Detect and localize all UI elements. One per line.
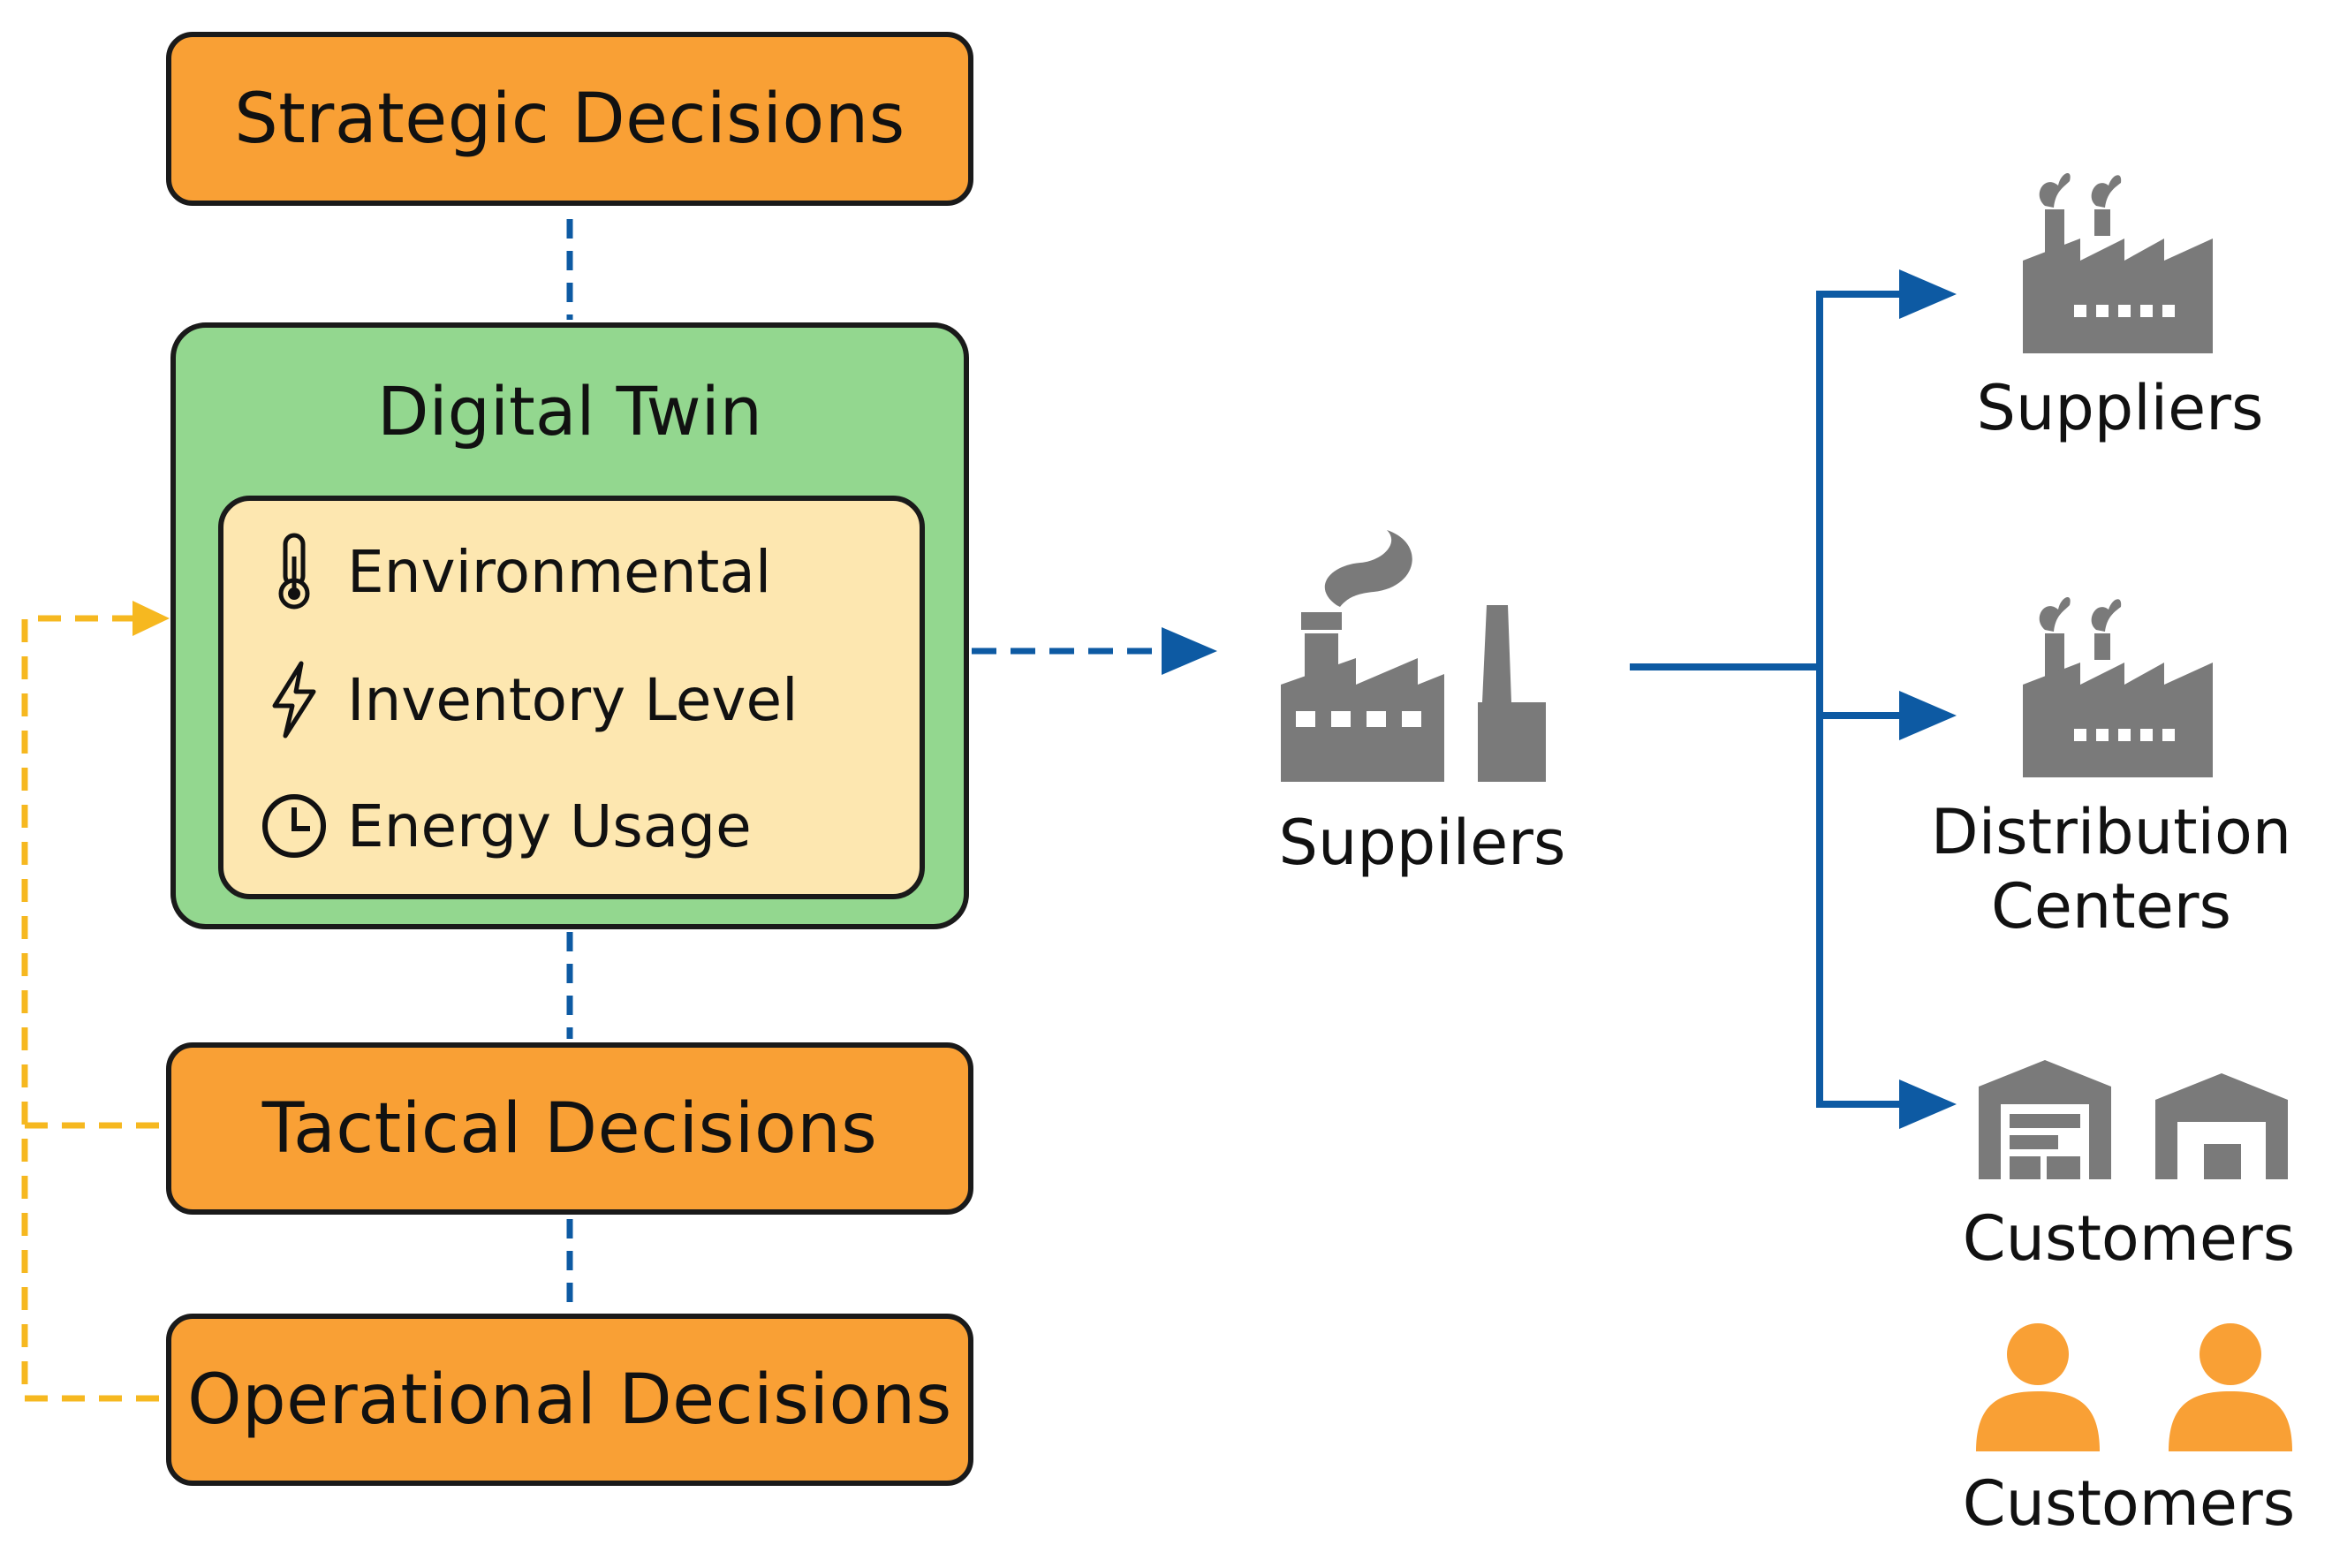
person-icon [2169, 1323, 2292, 1451]
factor-environmental: Environmental [259, 527, 771, 616]
arrowhead-suppliers [1899, 269, 1957, 319]
distribution-centers-label: Distribution Centers [1930, 796, 2292, 943]
tactical-decisions-box: Tactical Decisions [166, 1042, 973, 1215]
warehouse-icon [2155, 1073, 2288, 1179]
arrowhead-dc [1899, 691, 1957, 740]
twin-factors-panel: Environmental Inventory Level Energy Usa… [218, 496, 925, 899]
tactical-decisions-label: Tactical Decisions [261, 1088, 878, 1169]
customers-label: Customers [1962, 1202, 2296, 1275]
operational-decisions-label: Operational Decisions [187, 1360, 952, 1440]
customers-label: Customers [1962, 1467, 2296, 1540]
arrowhead-twin-to-suppilers [1162, 627, 1217, 675]
factory-icon [1281, 530, 1546, 782]
feedback-loop [21, 615, 159, 1402]
clock-icon [262, 794, 326, 858]
factor-energy-usage: Energy Usage [259, 782, 752, 870]
factor-label: Energy Usage [347, 792, 752, 860]
center-supplier-label: Suppilers [1278, 807, 1566, 879]
factory-icon [2023, 596, 2213, 777]
digital-twin-title: Digital Twin [377, 372, 762, 451]
arrowhead-customers [1899, 1079, 1957, 1129]
operational-decisions-box: Operational Decisions [166, 1314, 973, 1486]
digital-twin-box: Digital Twin Environmental Inventory Lev… [170, 322, 969, 929]
factor-label: Inventory Level [347, 665, 799, 734]
feedback-arrowhead [132, 601, 170, 636]
factor-inventory-level: Inventory Level [259, 655, 798, 744]
factor-label: Environmental [347, 537, 772, 606]
strategic-decisions-box: Strategic Decisions [166, 32, 973, 206]
warehouse-icon [1979, 1060, 2111, 1179]
lightning-icon [272, 661, 316, 739]
person-icon [1976, 1323, 2100, 1451]
factory-icon [2023, 172, 2213, 353]
thermometer-icon [278, 533, 310, 610]
suppliers-label: Suppliers [1976, 372, 2264, 444]
strategic-decisions-label: Strategic Decisions [234, 79, 905, 159]
